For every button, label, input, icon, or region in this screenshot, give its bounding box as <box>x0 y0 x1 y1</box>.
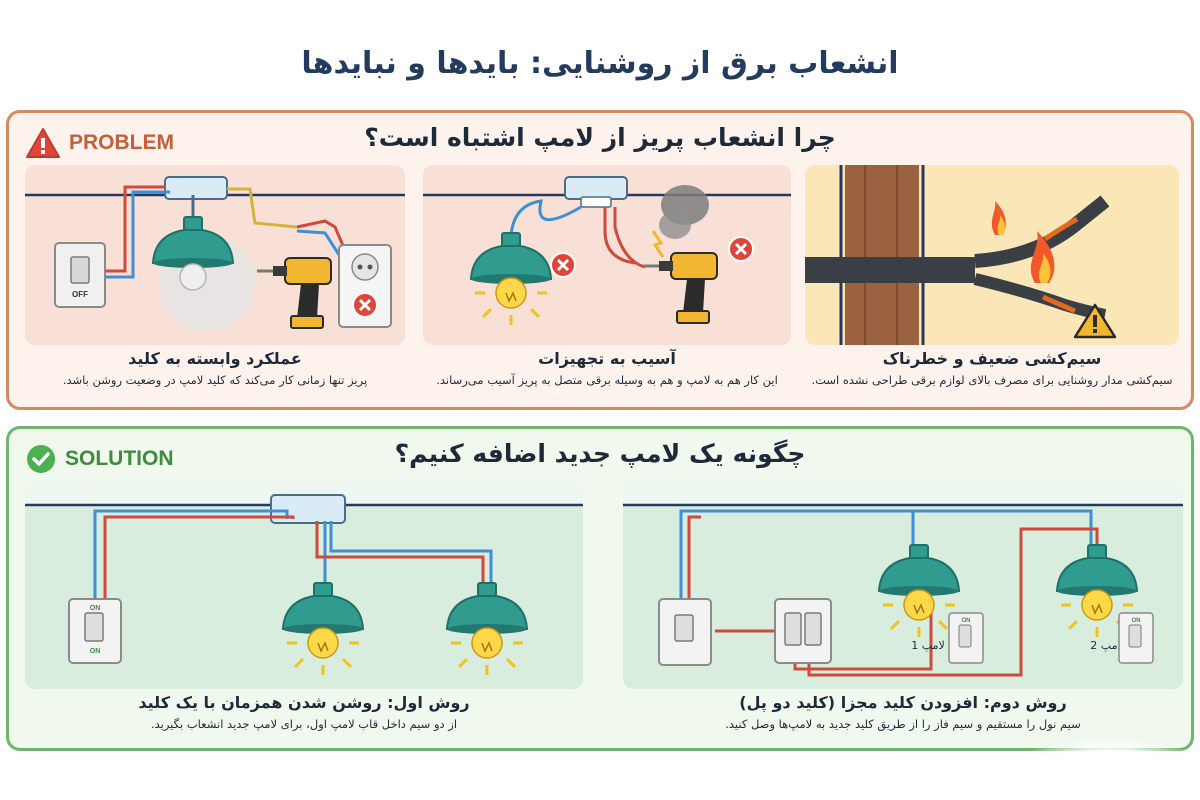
card-title: سیم‌کشی ضعیف و خطرناک <box>882 349 1102 368</box>
method-desc: سیم نول را مستقیم و سیم فاز را از طریق ک… <box>725 717 1081 731</box>
solution-badge-label: SOLUTION <box>65 447 174 470</box>
lamp-2-label: لامپ 2 <box>1090 639 1123 652</box>
switch-dependence-illustration: OFF <box>25 165 405 345</box>
weak-wiring-illustration <box>805 165 1179 345</box>
solution-badge: SOLUTION <box>25 443 174 475</box>
junction-box <box>164 176 228 200</box>
method-two-illustration: لامپ 1 لامپ 2 ON ON <box>623 481 1183 689</box>
card-title: عملکرد وابسته به کلید <box>128 349 302 368</box>
method-one-caption: روش اول: روشن شدن همزمان با یک کلید از د… <box>25 693 583 731</box>
lamp-1-label: لامپ 1 <box>911 639 944 652</box>
problem-heading: چرا انشعاب پریز از لامپ اشتباه است؟ <box>364 123 836 152</box>
card-equipment-damage-caption: آسیب به تجهیزات این کار هم به لامپ و هم … <box>423 349 791 387</box>
warning-icon <box>26 128 60 158</box>
watermark-fade <box>1014 738 1200 798</box>
problem-badge: PROBLEM <box>25 127 174 159</box>
problem-badge-label: PROBLEM <box>69 131 174 154</box>
solution-section: SOLUTION چگونه یک لامپ جدید اضافه کنیم؟ … <box>6 426 1194 751</box>
check-circle-icon <box>27 445 55 473</box>
card-weak-wiring-caption: سیم‌کشی ضعیف و خطرناک سیم‌کشی مدار روشنا… <box>805 349 1179 387</box>
card-desc: این کار هم به لامپ و هم به وسیله برقی مت… <box>436 373 778 387</box>
double-switch <box>774 598 832 664</box>
solution-heading: چگونه یک لامپ جدید اضافه کنیم؟ <box>394 439 806 468</box>
card-title: آسیب به تجهیزات <box>538 349 676 368</box>
switch-on-label: ON <box>1132 618 1141 624</box>
method-title: روش دوم: افزودن کلید مجزا (کلید دو پل) <box>739 693 1067 712</box>
page-title: انشعاب برق از روشنایی: بایدها و نبایدها <box>301 46 899 81</box>
equipment-damage-illustration <box>423 165 791 345</box>
switch-on-label: ON <box>90 605 101 612</box>
switch-on-label: ON <box>962 618 971 624</box>
card-desc: پریز تنها زمانی کار می‌کند که کلید لامپ … <box>62 373 368 387</box>
card-switch-dependent-caption: عملکرد وابسته به کلید پریز تنها زمانی کا… <box>25 349 405 387</box>
method-two-caption: روش دوم: افزودن کلید مجزا (کلید دو پل) س… <box>623 693 1183 731</box>
method-one-illustration: ON ON <box>25 481 583 689</box>
problem-section: PROBLEM چرا انشعاب پریز از لامپ اشتباه ا… <box>6 110 1194 410</box>
method-desc: از دو سیم داخل قاب لامپ اول، برای لامپ ج… <box>150 717 458 731</box>
switch-off-label: OFF <box>72 290 88 299</box>
card-desc: سیم‌کشی مدار روشنایی برای مصرف بالای لوا… <box>811 373 1173 387</box>
switch-on-label: ON <box>90 648 101 655</box>
method-title: روش اول: روشن شدن همزمان با یک کلید <box>138 693 470 712</box>
